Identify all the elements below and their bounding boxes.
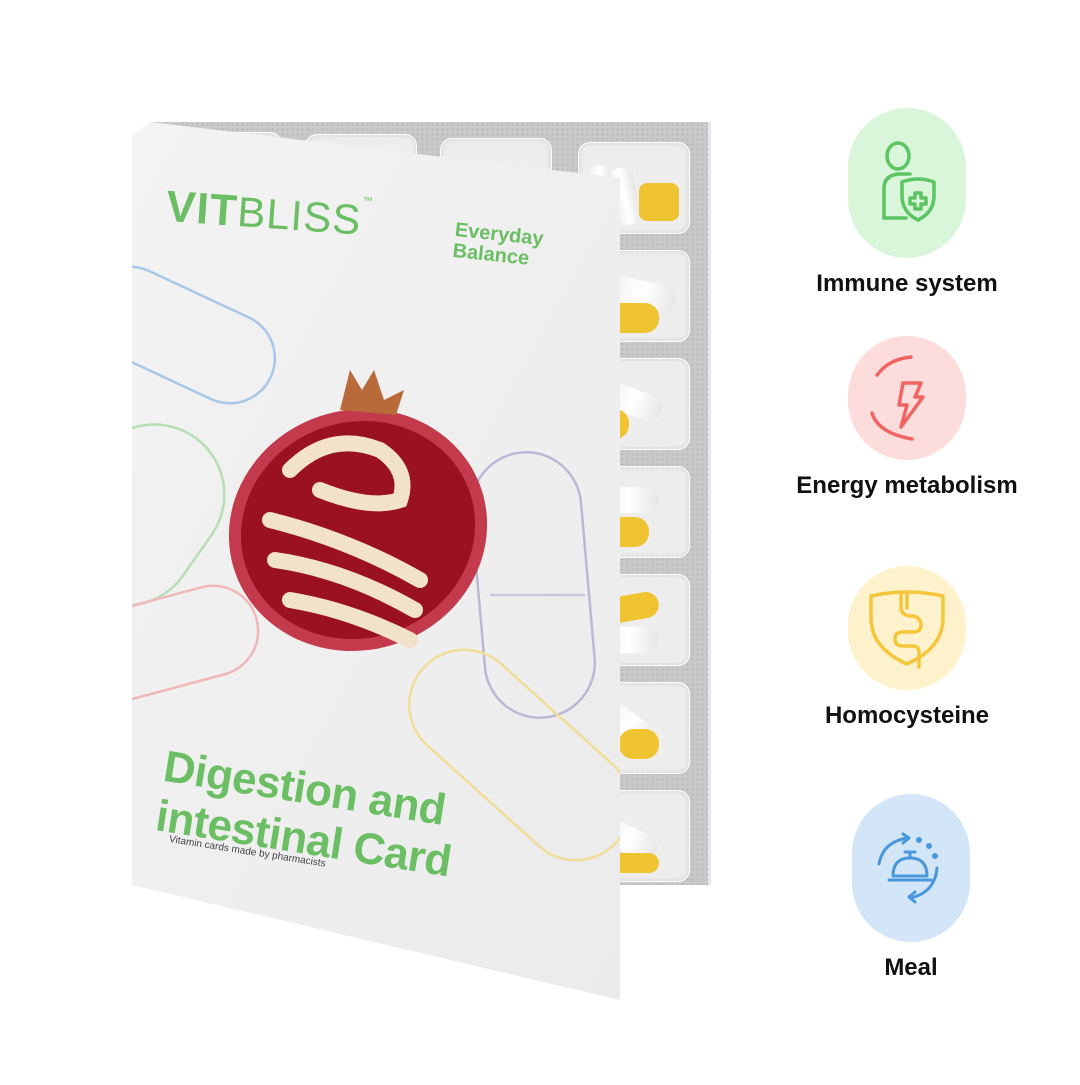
feature-meal: Meal xyxy=(771,794,1051,982)
feature-badge xyxy=(852,794,970,942)
feature-energy-metabolism: Energy metabolism xyxy=(767,336,1047,500)
trademark: ™ xyxy=(362,195,374,208)
feature-label: Immune system xyxy=(816,270,998,297)
person-shield-icon xyxy=(882,141,936,222)
pomegranate-image xyxy=(228,370,488,651)
feature-label: Energy metabolism xyxy=(796,472,1018,499)
feature-label: Meal xyxy=(884,954,938,981)
feature-immune-system: Immune system xyxy=(767,108,1047,298)
feature-badge xyxy=(848,566,966,690)
brand-light: BLISS xyxy=(235,187,363,244)
feature-badge xyxy=(848,108,966,258)
intestine-shield-icon xyxy=(869,590,945,669)
lightning-cycle-icon xyxy=(870,355,925,441)
feature-homocysteine: Homocysteine xyxy=(767,566,1047,730)
feature-label: Homocysteine xyxy=(824,702,990,729)
feature-badge xyxy=(848,336,966,460)
meal-bell-cycle-icon xyxy=(877,832,939,904)
brand-bold: VIT xyxy=(164,182,240,236)
